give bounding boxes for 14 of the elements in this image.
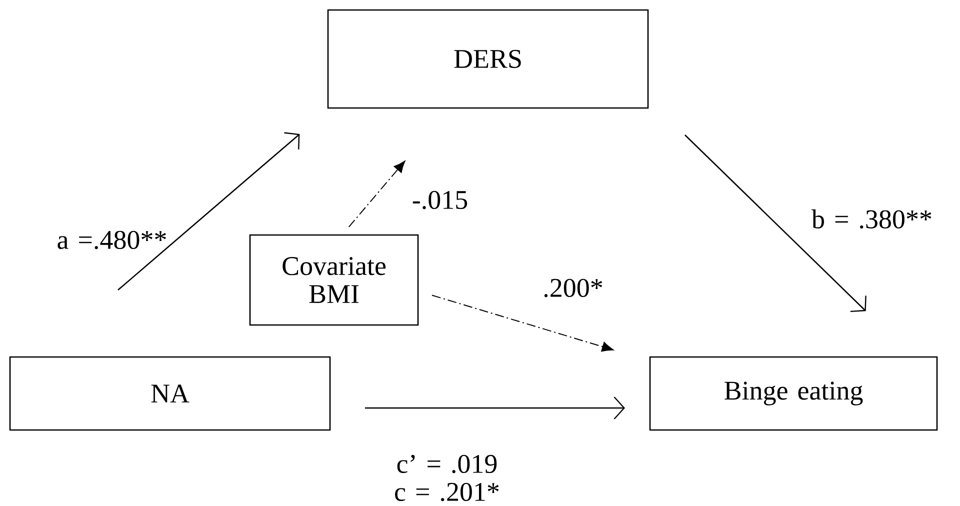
edge-label: c’ = .019 c = .201* <box>395 454 499 502</box>
edge-label: .200* <box>544 278 602 298</box>
edge-label: a =.480** <box>58 230 166 250</box>
edge-label: b = .380** <box>812 209 932 229</box>
box: Covariate BMI <box>249 234 419 326</box>
arrow <box>348 160 406 228</box>
arrow <box>118 132 300 291</box>
arrow <box>684 134 866 312</box>
box: DERS <box>327 9 649 109</box>
box: Binge eating <box>649 356 938 431</box>
arrow <box>365 396 625 420</box>
edge-label: -.015 <box>412 190 468 210</box>
box: NA <box>9 356 331 431</box>
arrow <box>431 294 614 352</box>
